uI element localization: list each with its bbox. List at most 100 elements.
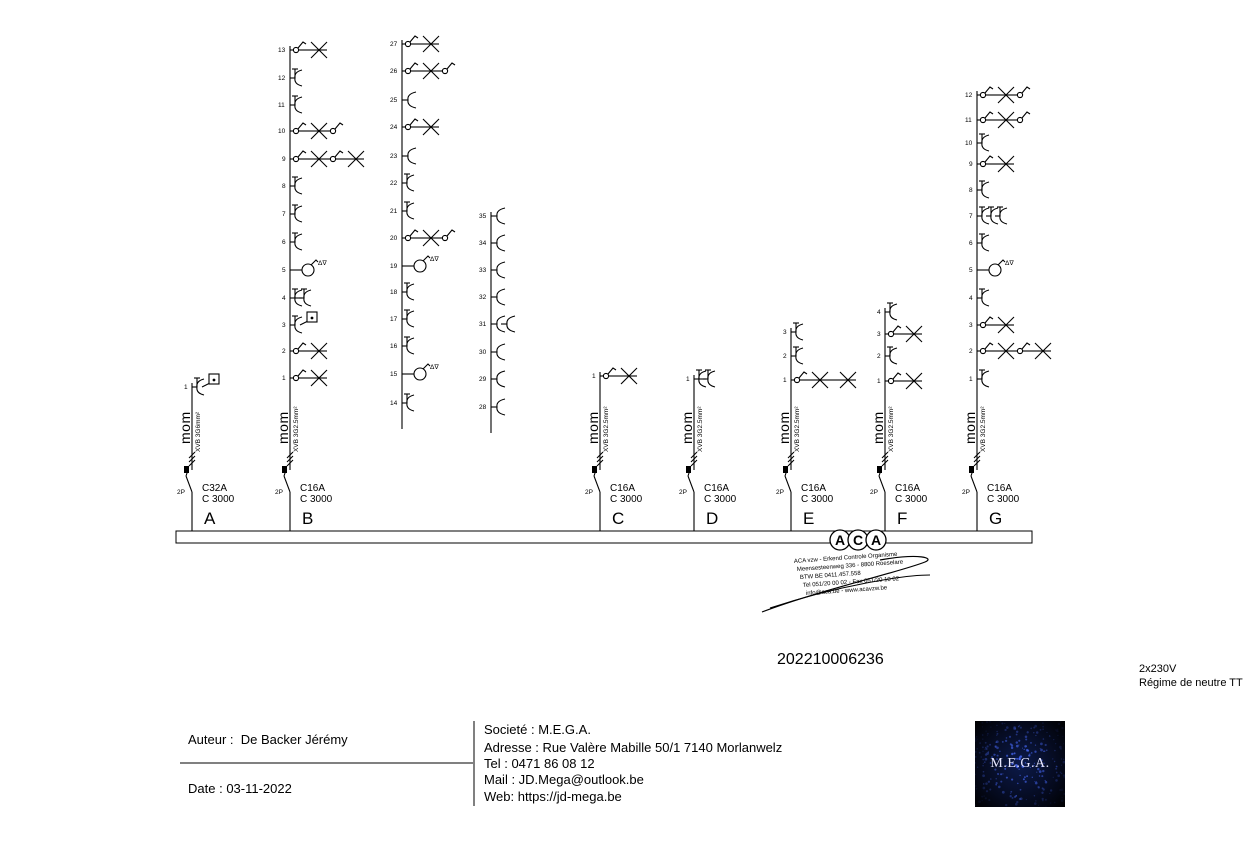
point-number: 1 bbox=[686, 376, 690, 383]
logo-dot bbox=[999, 721, 1002, 722]
appliance-0-switch bbox=[310, 259, 319, 266]
socket-0-arc bbox=[406, 337, 415, 355]
logo-dot bbox=[1035, 781, 1037, 783]
logo-dot bbox=[1001, 722, 1004, 725]
socket-open-0-arc bbox=[496, 234, 506, 252]
breaker-capacity: C 3000 bbox=[202, 494, 235, 505]
point-g-11: 11 bbox=[965, 111, 1031, 129]
logo-dot bbox=[1019, 774, 1021, 777]
logo-dot bbox=[1030, 727, 1033, 730]
logo-dot bbox=[1026, 775, 1028, 778]
hatch-1 bbox=[286, 451, 294, 459]
logo-dot bbox=[1025, 748, 1029, 752]
logo-dot bbox=[981, 721, 984, 724]
switch-2-lever bbox=[334, 122, 344, 130]
breaker-link bbox=[970, 469, 974, 477]
logo-dot bbox=[986, 752, 990, 755]
circuit-letter: E bbox=[803, 509, 814, 528]
switch-0-lever bbox=[409, 118, 419, 126]
breaker-capacity: C 3000 bbox=[987, 494, 1020, 505]
point-number: 12 bbox=[278, 75, 286, 82]
logo-dot bbox=[994, 753, 996, 756]
switch-0-dot bbox=[979, 321, 987, 329]
point-number: 1 bbox=[969, 376, 973, 383]
appliance-0-circle bbox=[413, 367, 427, 381]
logo-dot-pattern bbox=[975, 721, 1065, 807]
logo-dot bbox=[1062, 743, 1065, 745]
switch-2-dot bbox=[1016, 116, 1024, 124]
point-number: 9 bbox=[969, 161, 973, 168]
breaker-link bbox=[878, 469, 882, 477]
logo-dot bbox=[1042, 722, 1044, 724]
logo-dot bbox=[1046, 731, 1048, 734]
breaker-rating: C16A bbox=[801, 483, 826, 494]
point-number: 11 bbox=[965, 117, 972, 124]
point-number: 1 bbox=[877, 378, 881, 385]
point-b3-31: 31 bbox=[479, 315, 516, 333]
point-b2-21: 21 bbox=[390, 201, 415, 220]
hatch-3 bbox=[286, 459, 294, 467]
appliance-0-delta: Δ∇ bbox=[318, 259, 327, 267]
logo-dot bbox=[995, 740, 999, 744]
logo-dot bbox=[995, 741, 997, 744]
logo-dot bbox=[975, 737, 977, 740]
logo-dot bbox=[1049, 792, 1051, 795]
point-b-5: 5Δ∇ bbox=[282, 259, 327, 277]
point-a-1: 1 bbox=[184, 373, 220, 396]
point-e-1: 1 bbox=[783, 371, 857, 389]
point-number: 7 bbox=[282, 211, 286, 218]
cable-spec: XVB 3G2.5mm² bbox=[697, 406, 704, 452]
point-b-10: 10 bbox=[278, 122, 344, 140]
logo-dot bbox=[1039, 747, 1041, 750]
appliance-0-switch bbox=[997, 259, 1006, 266]
logo-dot bbox=[990, 726, 992, 728]
circuit-letter: G bbox=[989, 509, 1002, 528]
point-number: 17 bbox=[390, 316, 398, 323]
point-number: 34 bbox=[479, 240, 487, 247]
breaker-rating: C16A bbox=[610, 483, 635, 494]
point-number: 35 bbox=[479, 213, 487, 220]
logo-dot bbox=[1034, 781, 1038, 785]
logo-dot bbox=[981, 734, 984, 736]
point-number: 33 bbox=[479, 267, 487, 274]
circuit-letter: A bbox=[204, 509, 216, 528]
breaker-rating: C16A bbox=[300, 483, 325, 494]
logo-dot bbox=[995, 778, 997, 780]
logo-dot bbox=[987, 732, 989, 735]
logo-dot bbox=[982, 786, 986, 790]
logo-dot bbox=[1059, 745, 1062, 749]
point-b3-29: 29 bbox=[479, 370, 506, 388]
logo-dot bbox=[983, 795, 985, 797]
socket-boxed-0-box-dot bbox=[212, 378, 216, 382]
logo-dot bbox=[1023, 748, 1025, 751]
point-number: 1 bbox=[592, 373, 596, 380]
logo-dot bbox=[1057, 722, 1061, 726]
logo-dot bbox=[1019, 755, 1023, 758]
breaker-rating: C16A bbox=[987, 483, 1012, 494]
stamp-line-4: info@aca.be - www.acavzw.be bbox=[806, 585, 888, 597]
logo-dot bbox=[1057, 734, 1059, 737]
appliance-0-switch bbox=[422, 363, 431, 370]
point-number: 3 bbox=[877, 331, 881, 338]
socket-0-arc bbox=[889, 347, 898, 365]
circuit-letter: D bbox=[706, 509, 718, 528]
company-address: Adresse : Rue Valère Mabille 50/1 7140 M… bbox=[484, 740, 783, 755]
logo-dot bbox=[1036, 771, 1038, 773]
breaker-contact bbox=[784, 475, 792, 493]
logo-dot bbox=[1057, 728, 1059, 730]
appliance-0-delta: Δ∇ bbox=[1005, 259, 1014, 267]
switch-2-dot bbox=[1016, 347, 1024, 355]
logo-dot bbox=[1063, 792, 1065, 796]
poles-label: 2P bbox=[679, 489, 687, 496]
logo-dot bbox=[1042, 769, 1045, 773]
hatch-3 bbox=[596, 459, 604, 467]
logo-dot bbox=[1014, 758, 1017, 760]
date-label: Date : bbox=[188, 781, 223, 796]
logo-dot bbox=[1018, 758, 1021, 761]
point-number: 2 bbox=[783, 353, 787, 360]
socket-open-0-arc bbox=[496, 261, 506, 279]
point-number: 9 bbox=[282, 156, 286, 163]
logo-dot bbox=[984, 746, 987, 749]
hatch-3 bbox=[881, 459, 889, 467]
logo-dot bbox=[1034, 750, 1037, 753]
